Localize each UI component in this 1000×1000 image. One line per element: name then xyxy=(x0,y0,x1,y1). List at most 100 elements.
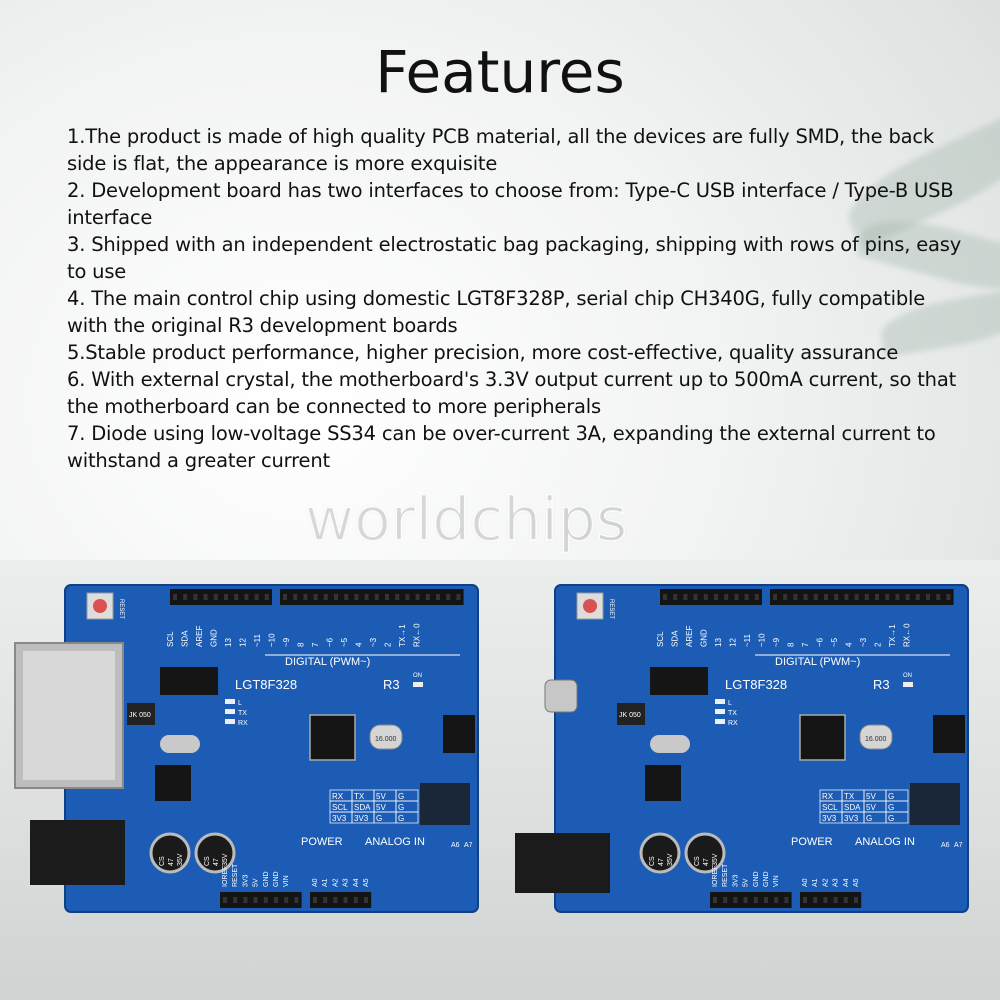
header-pin xyxy=(343,897,348,903)
silk-pin-label: A0 xyxy=(802,878,809,887)
header-pin xyxy=(693,594,698,600)
silk-pin-label: A5 xyxy=(363,878,370,887)
silk-jk: JK 050 xyxy=(619,712,641,719)
header-pin xyxy=(294,897,299,903)
regulator-chip xyxy=(645,765,681,801)
header-pin xyxy=(234,594,239,600)
feature-item: 2. Development board has two interfaces … xyxy=(67,179,954,229)
header-pin xyxy=(813,594,818,600)
header-pin xyxy=(264,594,269,600)
silk-table-text: G xyxy=(866,814,872,823)
silk-pin-label: A3 xyxy=(343,878,350,887)
mcu-chip xyxy=(309,714,356,761)
power-header xyxy=(220,892,302,908)
silk-pin-label: 4 xyxy=(355,642,364,647)
features-list: 1.The product is made of high quality PC… xyxy=(67,123,967,474)
silk-pin-label: 3V3 xyxy=(732,874,739,887)
header-pin xyxy=(293,594,298,600)
silk-tx: TX xyxy=(728,710,737,717)
header-pin xyxy=(663,594,667,600)
header-pin xyxy=(915,594,920,600)
silk-table-text: G xyxy=(398,792,404,801)
silk-pin-label: ~11 xyxy=(743,633,752,647)
silk-pin-label: 13 xyxy=(714,638,723,647)
silk-table-cell xyxy=(885,811,909,824)
capacitor xyxy=(149,832,191,874)
silk-capacitor: 35V xyxy=(712,853,719,866)
usb-c-connector xyxy=(544,679,578,713)
silk-table-text: SCL xyxy=(822,803,838,812)
header-pin xyxy=(843,897,848,903)
capacitor xyxy=(684,832,726,874)
header-pin xyxy=(895,594,900,600)
silk-pin-label: A6 xyxy=(451,842,460,849)
silk-pin-label: SDA xyxy=(671,630,680,647)
header-pin xyxy=(446,594,451,600)
component xyxy=(127,703,155,725)
silk-pin-label: A4 xyxy=(843,878,850,887)
silk-pin-label: ~3 xyxy=(369,637,378,647)
header-pin xyxy=(224,594,228,600)
digital-header-high xyxy=(170,589,272,605)
header-pin xyxy=(764,897,768,903)
silk-table-text: 5V xyxy=(866,792,876,801)
silk-table-text: G xyxy=(376,814,382,823)
silk-pin-label: TX→1 xyxy=(398,624,407,647)
silk-pin-label: RX←0 xyxy=(413,623,422,647)
silk-pin-label: RESET xyxy=(232,863,239,887)
led-on xyxy=(903,682,913,687)
silk-pin-label: 2 xyxy=(384,642,393,647)
silk-table-cell xyxy=(395,811,419,824)
serial-chip xyxy=(650,667,708,695)
silk-digital: DIGITAL (PWM~) xyxy=(775,656,860,668)
header-pin xyxy=(183,594,188,600)
header-pin xyxy=(803,594,808,600)
page-title: Features xyxy=(375,38,625,106)
silk-table-text: 3V3 xyxy=(822,814,837,823)
header-pin xyxy=(833,897,838,903)
silk-analog: ANALOG IN xyxy=(365,836,425,848)
silk-pin-label: 2 xyxy=(874,642,883,647)
digital-header-low xyxy=(280,589,464,605)
header-pin xyxy=(703,594,708,600)
silk-table-text: SDA xyxy=(844,803,861,812)
header-pin xyxy=(173,594,177,600)
silk-pin-label: 5V xyxy=(743,878,750,887)
silk-pin-label: RESET xyxy=(722,863,729,887)
header-pin xyxy=(456,594,461,600)
silk-pin-label: GND xyxy=(210,629,219,647)
header-pin xyxy=(713,897,717,903)
header-pin xyxy=(353,897,358,903)
silk-pin-label: ~10 xyxy=(268,633,277,647)
silk-pin-label: VIN xyxy=(283,875,290,887)
header-pin xyxy=(323,594,328,600)
silk-pin-label: SCL xyxy=(656,631,665,647)
header-pin xyxy=(744,594,749,600)
usb-b-face xyxy=(23,651,115,780)
capacitor xyxy=(194,832,236,874)
silk-pin-label: SCL xyxy=(166,631,175,647)
header-pin xyxy=(415,594,420,600)
silk-table-text: G xyxy=(888,814,894,823)
reset-button-cap xyxy=(93,599,107,613)
header-pin xyxy=(683,594,688,600)
header-pin xyxy=(364,897,368,903)
header-pin xyxy=(905,594,910,600)
silk-pin-label: RX←0 xyxy=(903,623,912,647)
header-pin xyxy=(284,897,289,903)
header-pin xyxy=(783,594,788,600)
header-pin xyxy=(946,594,951,600)
icsp-header xyxy=(443,715,475,753)
silk-table-text: 5V xyxy=(866,803,876,812)
silk-on: ON xyxy=(413,673,422,679)
header-pin xyxy=(714,594,718,600)
silk-capacitor: 35V xyxy=(222,853,229,866)
dc-jack xyxy=(515,833,610,893)
silk-capacitor: CS xyxy=(159,856,166,866)
mcu-chip xyxy=(799,714,846,761)
header-pin xyxy=(436,594,440,600)
silk-pin-label: ~5 xyxy=(340,637,349,647)
header-pin xyxy=(405,594,410,600)
